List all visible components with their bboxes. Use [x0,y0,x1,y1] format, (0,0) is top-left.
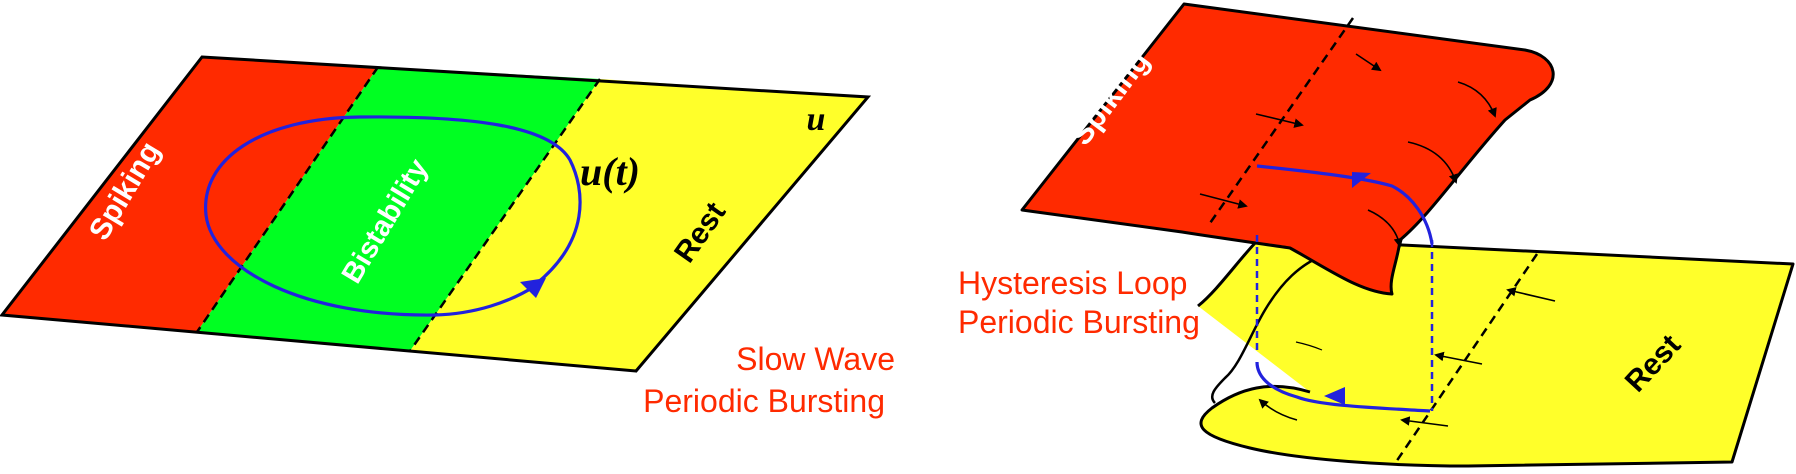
right-fold-line-upper [1206,17,1355,227]
right-fold-underside [1210,251,1331,404]
left-rest-region [410,79,868,371]
right-flow-arrow [1199,193,1248,209]
hysteresis-lower-arrowhead [1324,387,1345,405]
right-flow-arrow [1367,209,1404,248]
left-caption-line2: Periodic Bursting [643,383,885,419]
right-panel: Spiking Rest Hysteresis Loop Periodic Bu… [958,2,1795,468]
left-bifurcation-line-1 [195,66,380,333]
hysteresis-upper-arrowhead [1352,172,1371,188]
right-flow-arrow [1457,81,1497,118]
right-caption-line2: Periodic Bursting [958,304,1200,340]
slow-wave-arrowhead [520,278,546,298]
left-panel: Spiking Bistability Rest u u(t) Slow Wav… [0,55,895,419]
right-caption-line1: Hysteresis Loop [958,265,1187,301]
right-rest-sheet [1197,237,1795,468]
right-spiking-sheet [1020,2,1555,296]
right-fold-line-lower [1394,253,1539,463]
right-flow-arrow [1295,341,1323,351]
trajectory-label: u(t) [580,149,640,194]
slow-wave-trajectory [204,115,582,317]
right-flow-arrow [1434,351,1483,365]
left-caption-line1: Slow Wave [736,341,895,377]
right-flow-arrow [1258,398,1298,421]
variable-u-label: u [807,101,826,138]
left-bifurcation-line-2 [408,78,602,352]
right-flow-arrow [1407,141,1459,184]
left-bistability-region [197,67,600,351]
right-flow-arrow [1506,287,1556,302]
hysteresis-upper-branch [1256,164,1434,245]
right-flow-arrow [1255,113,1304,128]
right-flow-arrow [1355,53,1382,72]
right-flow-arrow [1400,416,1449,427]
hysteresis-lower-branch [1255,361,1431,413]
left-sheet-outline [0,55,872,373]
